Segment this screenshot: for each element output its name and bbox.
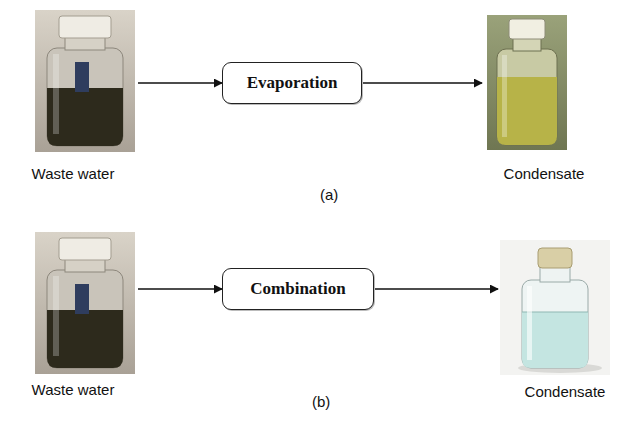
photo-caption: Condensate bbox=[504, 164, 585, 184]
sample-photo-node: Condensate bbox=[498, 236, 632, 402]
bottle-body bbox=[47, 48, 123, 146]
sample-photo-node: Waste water bbox=[8, 228, 138, 400]
condensate-photo bbox=[487, 15, 567, 150]
figure-label: (a) bbox=[320, 186, 338, 203]
glass-shine bbox=[502, 55, 507, 137]
glass-shine bbox=[53, 276, 59, 356]
process-label: Evaporation bbox=[247, 73, 338, 93]
photo-ground bbox=[487, 15, 567, 150]
sample-photo-node: Condensate bbox=[482, 12, 606, 184]
bottle-body bbox=[497, 49, 557, 145]
bottle-cap bbox=[59, 16, 111, 38]
photo-caption: Waste water bbox=[32, 380, 115, 400]
process-label: Combination bbox=[250, 279, 345, 299]
bottle-tag bbox=[75, 62, 89, 92]
process-box: Combination bbox=[222, 268, 374, 310]
bottle-cap bbox=[509, 19, 545, 39]
flow-arrow bbox=[362, 82, 482, 83]
photo-caption: Condensate bbox=[525, 382, 606, 402]
bottle-body bbox=[47, 270, 123, 368]
figure-label: (b) bbox=[312, 393, 330, 410]
bottle-tag bbox=[75, 284, 89, 314]
photo-ground bbox=[500, 240, 610, 375]
bottle-body bbox=[522, 280, 588, 368]
photo-ground bbox=[35, 232, 135, 374]
waste-water-photo bbox=[35, 232, 135, 374]
glass-shine bbox=[53, 54, 59, 134]
bottle-cap bbox=[59, 238, 111, 260]
process-box: Evaporation bbox=[222, 62, 362, 104]
condensate-photo bbox=[500, 240, 610, 375]
flow-arrow bbox=[138, 288, 222, 289]
sample-photo-node: Waste water bbox=[8, 8, 138, 184]
photo-ground bbox=[35, 10, 135, 152]
bottle-stopper bbox=[538, 248, 572, 268]
glass-shine bbox=[527, 286, 532, 360]
photo-caption: Waste water bbox=[32, 164, 115, 184]
flow-arrow bbox=[374, 288, 498, 289]
flow-arrow bbox=[138, 82, 222, 83]
waste-water-photo bbox=[35, 10, 135, 152]
